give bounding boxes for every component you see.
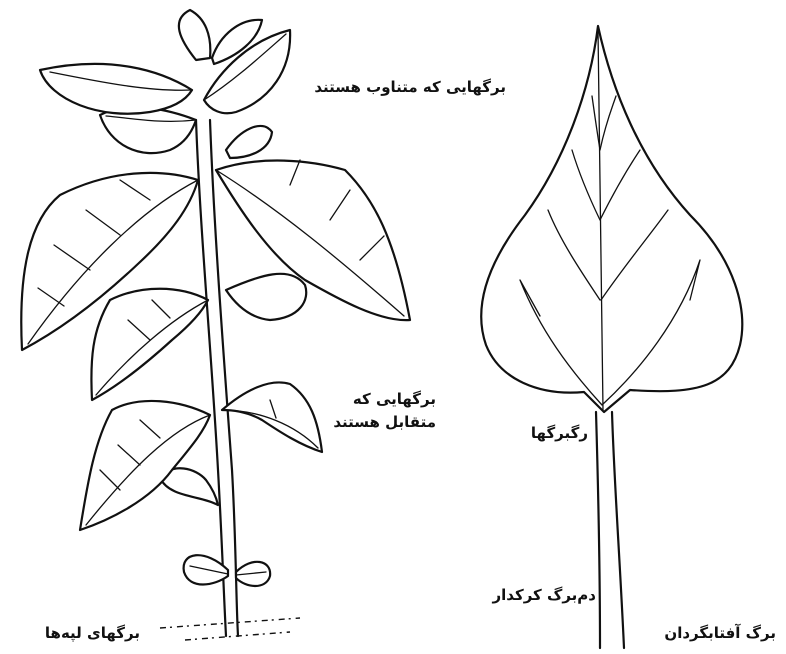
soil-line <box>160 618 300 640</box>
opposite-leaf-pair <box>80 382 322 530</box>
sunflower-leaf-detail <box>481 26 742 648</box>
label-cotyledons: برگهای لپه‌ها <box>45 622 140 645</box>
upper-left-leaf-2 <box>40 64 192 114</box>
label-petiole: دم‌برگ کرکدار <box>493 584 596 607</box>
label-opposite-leaves-line1: برگهایی که <box>333 388 436 411</box>
middle-right-leaf <box>226 274 306 320</box>
label-opposite-leaves-line2: متقابل هستند <box>333 411 436 434</box>
cotyledon-leaves <box>184 555 271 586</box>
label-opposite-leaves: برگهایی که متقابل هستند <box>333 388 436 433</box>
leaf-petiole <box>596 412 624 648</box>
leaf-blade <box>481 26 742 412</box>
label-alternate-leaves: برگهایی که متناوب هستند <box>314 76 506 99</box>
middle-left-leaf <box>91 289 208 400</box>
side-bud-leaf <box>226 126 272 158</box>
label-sunflower-leaf: برگ آفتابگردان <box>664 622 776 645</box>
label-veins: رگبرگها <box>531 422 588 445</box>
sunflower-plant <box>21 10 410 640</box>
